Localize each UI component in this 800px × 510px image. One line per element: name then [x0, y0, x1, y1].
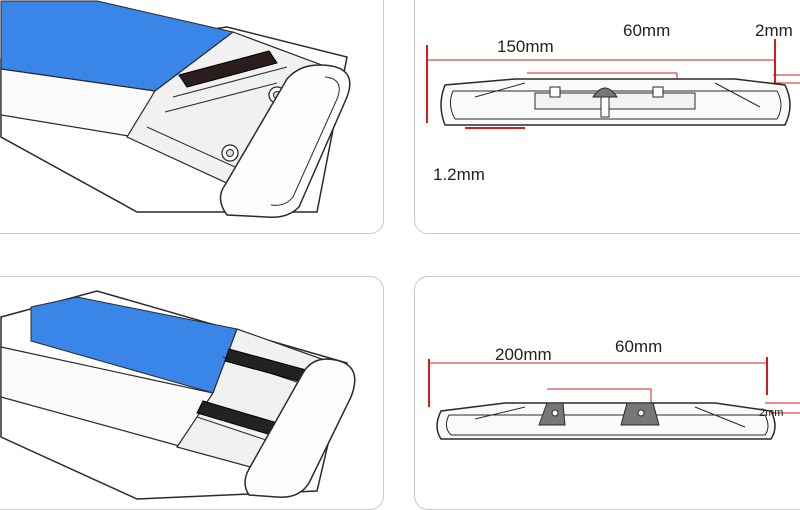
handrail-single-strip-illustration [0, 0, 351, 219]
bolt-icon [221, 144, 239, 162]
dimension-edge-label: 2mm [759, 407, 784, 419]
bolt-icon [549, 86, 561, 98]
profile-200mm-cross-section [428, 357, 800, 440]
profile-outline [436, 402, 776, 440]
rubber-seal [592, 87, 618, 98]
end-cap [219, 64, 351, 219]
profile-150mm-cross-section [426, 39, 800, 129]
dimension-edge-label: 2mm [755, 21, 793, 40]
panel-handrail-double-strip [0, 276, 384, 510]
handrail-double-strip-illustration [0, 290, 356, 500]
clip-bracket-left [538, 402, 566, 426]
clip-bracket-right [620, 402, 660, 426]
black-rubber-strip [178, 50, 278, 88]
dimension-width-label: 150mm [497, 37, 554, 56]
dimension-thickness-label: 1.2mm [433, 165, 485, 184]
panel-profile-200mm: 200mm 60mm 2mm [414, 276, 800, 510]
panel-handrail-single-strip [0, 0, 384, 234]
dimension-center-label: 60mm [615, 337, 663, 356]
dimension-center-label: 60mm [623, 21, 671, 40]
dimension-width-label: 200mm [495, 345, 552, 364]
panel-profile-150mm: 150mm 60mm 2mm 1.2mm [414, 0, 800, 234]
bolt-icon [652, 86, 664, 98]
